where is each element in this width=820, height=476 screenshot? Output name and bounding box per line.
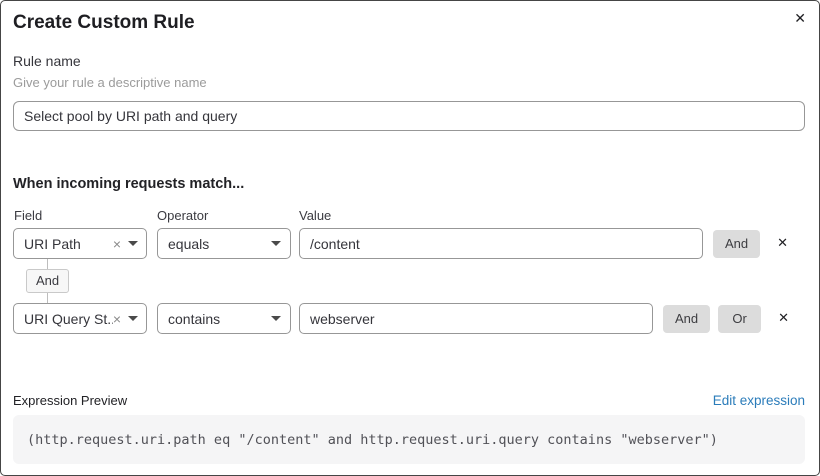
condition-row: URI Query St... × contains And Or ✕ [13,303,805,334]
value-column-label: Value [299,208,332,223]
expression-text: (http.request.uri.path eq "/content" and… [27,431,718,448]
operator-select[interactable]: contains [157,303,291,334]
condition-connector: And [13,259,805,303]
value-input[interactable] [299,228,703,259]
operator-column-label: Operator [157,208,209,223]
clear-field-icon[interactable]: × [112,235,121,252]
field-select[interactable]: URI Path × [13,228,147,259]
connector-and-badge: And [26,269,70,293]
operator-select[interactable]: equals [157,228,291,259]
expression-preview-code: (http.request.uri.path eq "/content" and… [13,415,805,464]
expression-preview-label: Expression Preview [13,393,128,408]
value-input[interactable] [299,303,653,334]
rule-name-input[interactable] [13,101,805,131]
add-and-condition-button[interactable]: And [713,229,761,258]
dialog-title: Create Custom Rule [13,12,195,33]
field-select-value: URI Path [24,235,81,252]
match-section-heading: When incoming requests match... [13,176,245,192]
condition-row: URI Path × equals And ✕ [13,228,805,259]
add-and-condition-button[interactable]: And [663,304,711,333]
chevron-down-icon [271,241,281,246]
chevron-down-icon [271,316,281,321]
operator-select-value: equals [168,235,210,252]
chevron-down-icon [128,316,138,321]
field-select-value: URI Query St... [24,310,113,327]
add-or-condition-button[interactable]: Or [718,304,762,333]
condition-column-headers: Field Operator Value [13,209,805,223]
delete-row-icon[interactable]: ✕ [774,234,791,253]
connector-line [47,293,48,303]
operator-select-value: contains [168,310,221,327]
field-column-label: Field [14,208,43,223]
edit-expression-link[interactable]: Edit expression [712,393,805,408]
chevron-down-icon [128,241,138,246]
connector-line [47,259,48,269]
delete-row-icon[interactable]: ✕ [775,309,792,328]
rule-name-label: Rule name [13,53,81,69]
field-select[interactable]: URI Query St... × [13,303,147,334]
rule-name-helper: Give your rule a descriptive name [13,75,207,90]
close-icon[interactable]: ✕ [790,8,810,30]
clear-field-icon[interactable]: × [112,310,121,327]
